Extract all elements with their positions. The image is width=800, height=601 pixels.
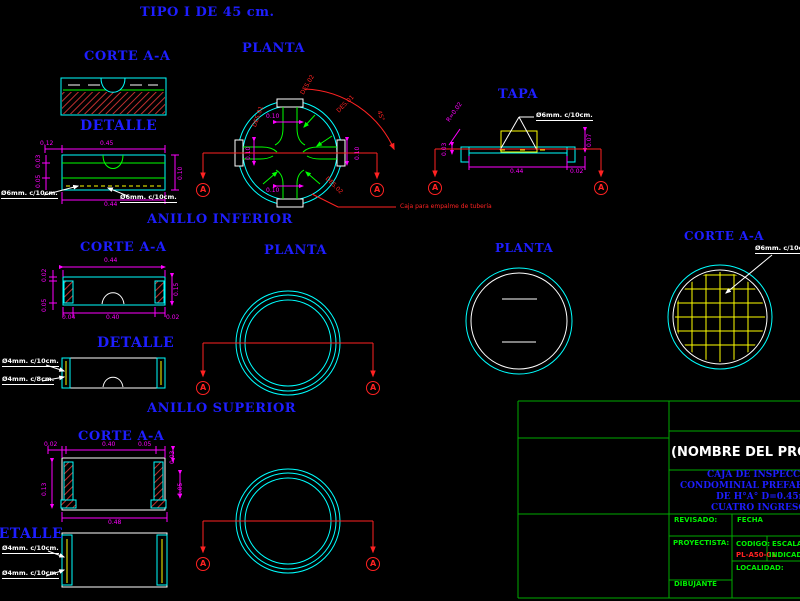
dim-label: 0.10 [245,146,252,160]
dim-label: 0.03 [169,450,176,464]
anillo-superior-corte-drawing [47,446,182,522]
dim-label: 0.44 [510,168,524,175]
title-block-grid [517,400,800,599]
top-planta-heading: PLANTA [242,41,305,56]
dim-label: 0.12 [40,140,54,147]
dim-label: 0.03 [441,142,448,156]
dim-label: 0.44 [104,201,118,208]
rebar-label: Ø6mm. c/10cm. [120,193,177,203]
dim-label: 0.10 [177,166,184,180]
rebar-label: Ø4mm. c/10cm. [2,569,59,579]
rebar-label: Ø6mm. c/10cm. [755,245,800,254]
proyectista-label: PROYECTISTA: [673,539,730,547]
rebar-label: Ø6mm. c/10cm. [536,111,593,121]
bottom-planta-drawing [196,468,380,574]
anillo-inferior-detalle-drawing [41,357,166,389]
right-planta-drawing [465,267,573,375]
mid-planta-heading: PLANTA [264,243,327,258]
drawing-type-title: TIPO I DE 45 cm. [140,5,275,20]
section-marker-a: A [370,559,377,568]
bottom-detalle-heading: DETALLE [0,526,64,542]
top-corte-heading: CORTE A-A [84,49,171,64]
top-corte-drawing [60,77,167,116]
fecha-label: FECHA [737,516,763,524]
anillo-inferior-heading: ANILLO INFERIOR [147,212,293,227]
section-marker-a: A [432,183,439,192]
codigo-value: PL-A50-01 [736,551,777,559]
tapa-heading: TAPA [498,87,538,102]
tapa-drawing [428,116,608,195]
right-planta-heading: PLANTA [495,241,554,255]
mid-corte-heading: CORTE A-A [80,240,167,255]
anillo-superior-detalle-drawing [45,532,168,588]
rebar-label: Ø6mm. c/10cm. [1,189,58,199]
revisado-label: REVISADO: [674,516,718,524]
drawing-title-line: CONDOMINIAL PREFABRICADA [680,481,800,491]
dim-label: 0.05 [177,482,184,496]
drawing-title-line: DE H°A° D=0.45m [716,492,800,502]
bottom-corte-heading: CORTE A-A [78,429,165,444]
dim-label: 0.04 [62,314,76,321]
dim-label: 0.13 [41,482,48,496]
dim-label: 0.15 [173,282,180,296]
drawing-title-line: CAJA DE INSPECCIÓN [707,470,800,480]
dim-label: 0.10 [354,146,361,160]
right-corte-drawing [667,254,773,370]
section-marker-a: A [598,183,605,192]
dim-label: 0.07 [586,133,593,147]
escala-label: ESCALA [772,540,800,548]
section-marker-a: A [374,185,381,194]
mid-planta-drawing [196,290,380,396]
rebar-label: Ø4mm. c/10cm. [2,544,59,554]
escala-value: INDICADA [769,551,800,559]
mid-detalle-heading: DETALLE [97,335,175,351]
rebar-label: Ø4mm. c/8cm. [2,375,55,385]
dim-label: 0.05 [138,441,152,448]
top-detalle-drawing [42,145,179,204]
section-marker-a: A [200,559,207,568]
dim-label: 0.40 [106,314,120,321]
dibujante-label: DIBUJANTE [674,580,717,588]
dim-label: 0.45 [100,140,114,147]
top-planta-drawing [196,88,396,208]
anillo-superior-heading: ANILLO SUPERIOR [147,401,297,416]
project-name: (NOMBRE DEL PROYECTO) [671,445,800,460]
right-corte-heading: CORTE A-A [684,229,765,243]
top-detalle-heading: DETALLE [80,118,158,134]
dim-label: 0.44 [104,257,118,264]
section-marker-a: A [370,383,377,392]
pipe-note: Caja para empalme de tubería [400,203,492,210]
dim-label: 0.02 [570,168,584,175]
section-marker-a: A [200,185,207,194]
dim-label: 0.48 [108,519,122,526]
rebar-label: Ø4mm. c/10cm. [2,357,59,367]
drawing-title-line: CUATRO INGRESOS [711,503,800,513]
codigo-label: CODIGO: [736,540,770,548]
dim-label: 0.02 [166,314,180,321]
dim-label: 0.10 [266,187,280,194]
localidad-label: LOCALIDAD: [736,564,784,572]
dim-label: 0.05 [35,174,42,188]
dim-label: 0.05 [41,298,48,312]
dim-label: 0.02 [41,268,48,282]
dim-label: 0.03 [35,154,42,168]
anillo-inferior-corte-drawing [49,265,174,317]
dim-label: 0.40 [102,441,116,448]
dim-label: 0.10 [266,113,280,120]
dim-label: 0.02 [44,441,58,448]
section-marker-a: A [200,383,207,392]
